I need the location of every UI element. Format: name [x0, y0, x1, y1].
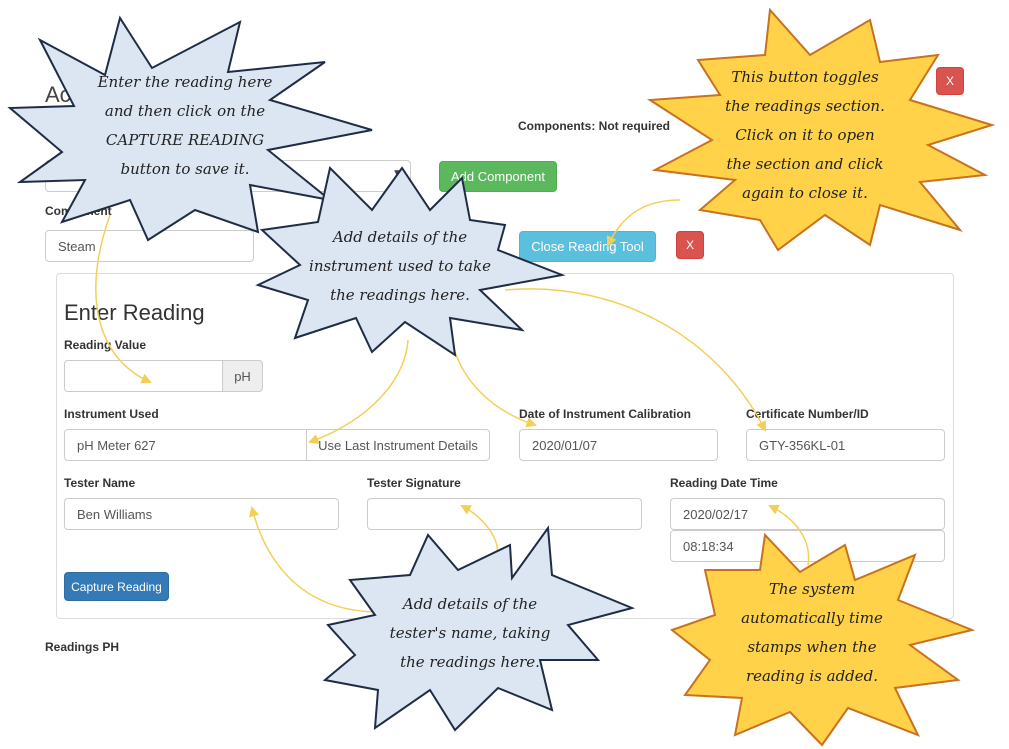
close-reading-x-button[interactable]: X	[676, 231, 704, 259]
instrument-line-3: the readings here.	[330, 286, 470, 304]
certificate-label: Certificate Number/ID	[746, 407, 869, 421]
timestamp-line-3: stamps when the	[747, 638, 877, 656]
instrument-line-1: Add details of the	[332, 228, 468, 246]
certificate-input[interactable]: GTY-356KL-01	[746, 429, 945, 461]
toggle-callout-shape	[646, 7, 996, 252]
reading-panel-title: Enter Reading	[64, 300, 205, 325]
enter-reading-callout-shape	[7, 15, 373, 242]
timestamp-line-1: The system	[768, 580, 856, 598]
reading-value-label: Reading Value	[64, 338, 147, 352]
tester-line-3: the readings here.	[400, 653, 540, 671]
instrument-callout-shape	[255, 166, 566, 358]
use-last-instrument-button[interactable]: Use Last Instrument Details	[306, 429, 490, 461]
tester-signature-input[interactable]	[367, 498, 642, 530]
toggle-line-5: again to close it.	[742, 184, 868, 202]
timestamp-line-2: automatically time	[741, 609, 883, 627]
enter-reading-callout-text: Enter the reading here and then click on…	[65, 68, 305, 184]
enter-reading-line-4: button to save it.	[120, 160, 250, 178]
reading-value-input[interactable]	[64, 360, 224, 392]
top-close-x-button[interactable]: X	[936, 67, 964, 95]
reading-datetime-label: Reading Date Time	[670, 476, 778, 490]
tester-signature-label: Tester Signature	[367, 476, 461, 490]
readings-ph-label: Readings PH	[45, 640, 120, 654]
instrument-used-label: Instrument Used	[64, 407, 159, 421]
instrument-callout-text: Add details of the instrument used to ta…	[290, 223, 510, 310]
enter-reading-line-1: Enter the reading here	[97, 73, 273, 91]
enter-reading-line-3: CAPTURE READING	[105, 131, 265, 149]
toggle-line-1: This button toggles	[731, 68, 879, 86]
timestamp-callout-text: The system automatically time stamps whe…	[722, 575, 902, 691]
tester-callout-text: Add details of the tester's name, taking…	[370, 590, 570, 677]
timestamp-callout-shape	[669, 532, 976, 747]
capture-reading-button[interactable]: Capture Reading	[64, 572, 169, 601]
instrument-used-input[interactable]: pH Meter 627	[64, 429, 308, 461]
tester-line-2: tester's name, taking	[389, 624, 551, 642]
toggle-line-4: the section and click	[726, 155, 884, 173]
reading-date-input[interactable]: 2020/02/17	[670, 498, 945, 530]
toggle-callout-text: This button toggles the readings section…	[700, 63, 910, 208]
toggle-line-2: the readings section.	[725, 97, 885, 115]
tester-name-input[interactable]: Ben Williams	[64, 498, 339, 530]
tester-line-1: Add details of the	[402, 595, 538, 613]
callout-arrows	[95, 199, 810, 613]
components-status: Components: Not required	[518, 119, 670, 133]
tester-name-label: Tester Name	[64, 476, 136, 490]
instrument-line-2: instrument used to take	[309, 257, 491, 275]
close-reading-tool-button[interactable]: Close Reading Tool	[519, 231, 656, 262]
toggle-line-3: Click on it to open	[735, 126, 875, 144]
calibration-date-input[interactable]: 2020/01/07	[519, 429, 718, 461]
calibration-date-label: Date of Instrument Calibration	[519, 407, 692, 421]
reading-unit-addon: pH	[222, 360, 263, 392]
timestamp-line-4: reading is added.	[745, 667, 879, 685]
tester-callout-shape	[322, 525, 636, 732]
enter-reading-line-2: and then click on the	[104, 102, 266, 120]
